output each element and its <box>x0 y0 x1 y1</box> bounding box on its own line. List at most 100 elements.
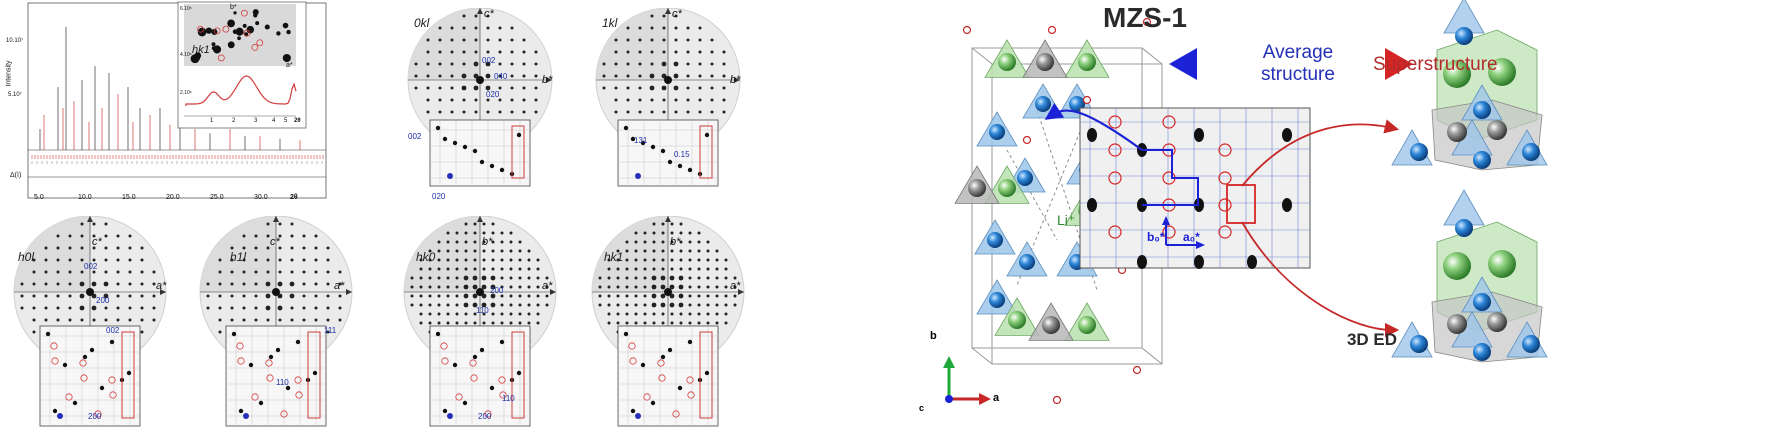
hydroxyl-atom <box>1142 17 1152 27</box>
inset-red-circle <box>237 357 245 365</box>
cluster-atom <box>1455 27 1473 45</box>
diffraction-spot <box>414 74 418 78</box>
diffraction-spot <box>437 240 441 244</box>
diffraction-spot <box>536 276 540 280</box>
diffraction-spot <box>500 276 504 280</box>
diffraction-spot <box>678 302 684 308</box>
diffraction-spot <box>607 321 611 325</box>
ed-super-circle <box>1218 171 1232 185</box>
diffraction-spot <box>56 318 60 322</box>
inset-spot <box>282 53 291 63</box>
diffraction-spot <box>634 258 638 262</box>
diffraction-spot <box>428 321 432 325</box>
diffraction-spot <box>266 246 270 250</box>
pattern-0kl-idx-b: 040 <box>494 72 508 81</box>
diffraction-spot <box>661 258 665 262</box>
diffraction-spot <box>650 38 654 42</box>
central-beam <box>86 288 94 296</box>
diffraction-spot <box>534 110 538 114</box>
inset-spot <box>630 136 636 142</box>
diffraction-spot <box>679 312 683 316</box>
inset-red-circle <box>441 357 449 365</box>
inset-red-cell <box>121 331 135 419</box>
diffraction-spot <box>463 302 469 308</box>
inset-axis-a: a* <box>286 62 293 69</box>
xrd-x-tick-4: 20.0 <box>166 194 180 201</box>
pattern-hk0-axis-right: a* <box>542 280 553 292</box>
diffraction-spot <box>733 294 737 298</box>
xrd-svg <box>27 1 327 199</box>
diffraction-spot <box>679 240 683 244</box>
diffraction-spot <box>650 98 654 102</box>
diffraction-spot <box>498 38 502 42</box>
diffraction-spot <box>614 62 618 66</box>
diffraction-spot <box>242 270 246 274</box>
diffraction-spot <box>410 285 414 289</box>
diffraction-spot <box>302 306 306 310</box>
diffraction-spot <box>491 249 495 253</box>
structure-figure <box>943 0 1548 405</box>
diffraction-spot <box>242 294 246 298</box>
diffraction-spot <box>491 312 495 316</box>
inset-spot <box>677 385 683 391</box>
diffraction-spot <box>616 312 620 316</box>
pattern-hk1-axis-up: b* <box>670 236 681 248</box>
diffraction-spot <box>491 267 495 271</box>
inset-spot <box>472 148 478 154</box>
diffraction-spot <box>56 294 60 298</box>
inset-spot <box>452 362 458 368</box>
xrd-x-tick-5: 25.0 <box>210 194 224 201</box>
diffraction-spot <box>68 246 72 250</box>
diffraction-spot <box>426 110 430 114</box>
diffraction-spot <box>722 74 726 78</box>
diffraction-spot <box>722 98 726 102</box>
diffraction-spot <box>491 258 495 262</box>
inset-spot <box>285 385 291 391</box>
inset-spot <box>499 339 505 345</box>
diffraction-spot <box>715 249 719 253</box>
diffraction-spot <box>651 284 657 290</box>
diffraction-spot <box>688 276 692 280</box>
diffraction-spot <box>500 267 504 271</box>
diffraction-spot <box>616 276 620 280</box>
diffraction-spot <box>44 282 48 286</box>
diffraction-spot <box>446 276 450 280</box>
inset-spot <box>630 408 636 414</box>
diffraction-spot <box>733 285 737 289</box>
diffraction-spot <box>314 282 318 286</box>
diffraction-spot <box>79 305 85 311</box>
diffraction-spot <box>688 312 692 316</box>
map-astar-label: a₀* <box>1183 230 1200 244</box>
diffraction-spot <box>473 267 477 271</box>
diffraction-spot <box>464 267 468 271</box>
diffraction-spot <box>314 318 318 322</box>
ed-super-circle <box>1218 225 1232 239</box>
diffraction-spot <box>218 318 222 322</box>
disc-shade <box>408 8 480 80</box>
diffraction-spot <box>419 285 423 289</box>
diffraction-spot <box>410 303 414 307</box>
diffraction-spot <box>426 62 430 66</box>
inset-spot <box>258 400 264 406</box>
diffraction-spot <box>128 234 132 238</box>
inset-y-tick-2: 4.10⁵ <box>180 52 192 58</box>
inset-red-circle <box>470 374 478 382</box>
diffraction-spot <box>486 98 490 102</box>
diffraction-spot <box>625 321 629 325</box>
diffraction-spot <box>670 321 674 325</box>
inset-red-circle <box>629 357 637 365</box>
diffraction-spot <box>638 50 642 54</box>
inset-spot <box>275 347 281 353</box>
diffraction-spot <box>686 86 690 90</box>
diffraction-spot <box>455 276 459 280</box>
diffraction-spot <box>455 249 459 253</box>
diffraction-spot <box>662 38 666 42</box>
diffraction-spot <box>302 258 306 262</box>
pattern-hk0-inset-b: 200 <box>478 412 492 421</box>
diffraction-spot <box>673 85 679 91</box>
diffraction-spot <box>697 312 701 316</box>
diffraction-spot <box>697 303 701 307</box>
inset-spot <box>255 21 260 26</box>
diffraction-spot <box>116 258 120 262</box>
diffraction-spot <box>678 284 684 290</box>
